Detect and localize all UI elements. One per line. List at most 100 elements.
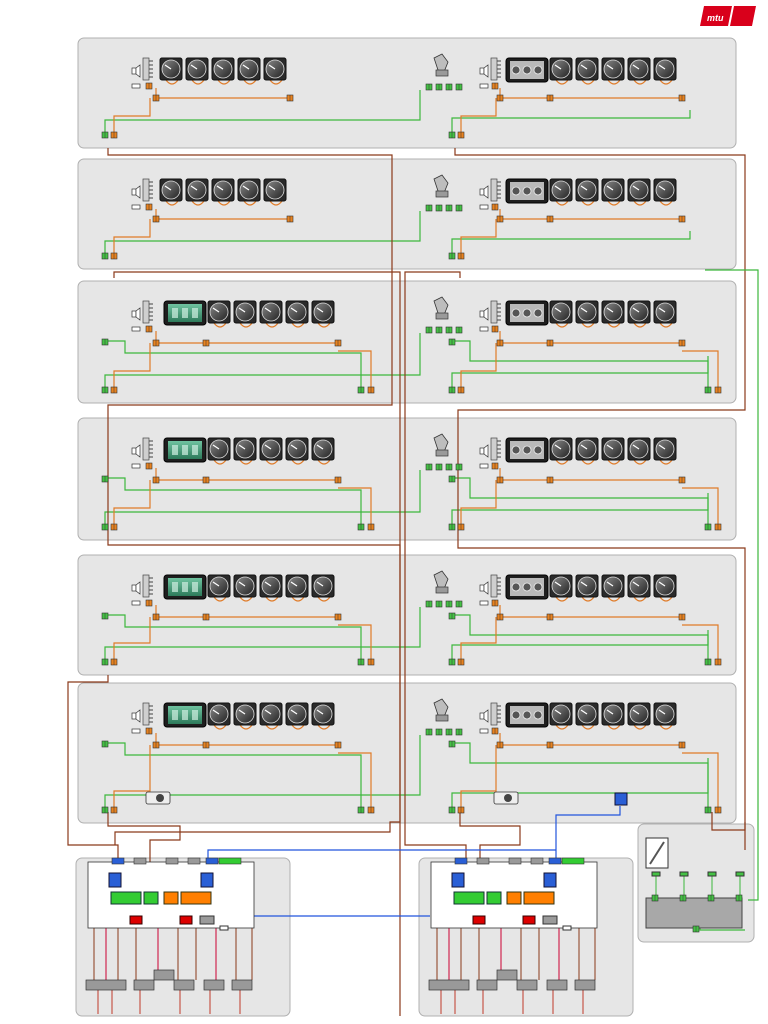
speaker-icon — [479, 444, 489, 458]
controller-module-red — [179, 915, 193, 925]
connector — [202, 339, 210, 347]
speaker-body — [131, 447, 137, 455]
terminal-box — [574, 979, 596, 991]
connector — [704, 523, 712, 531]
network-backbone — [705, 269, 759, 901]
speaker-body — [479, 447, 485, 455]
controller-module-orange — [180, 891, 212, 905]
screen-element — [182, 582, 188, 592]
controller-module-blue — [108, 872, 122, 888]
screen-element — [172, 710, 178, 720]
gauge-loop — [633, 724, 647, 730]
connector — [455, 83, 463, 91]
terminal-box — [496, 969, 518, 981]
connector — [367, 523, 375, 531]
analog-gauge-icon — [627, 57, 651, 81]
analog-gauge-icon — [601, 437, 625, 461]
engine-dial — [533, 186, 543, 196]
gauge-needle — [190, 64, 198, 70]
analog-gauge-icon — [575, 178, 599, 202]
analog-gauge-icon — [653, 574, 677, 598]
engine-display-icon — [505, 178, 549, 204]
controller-module-red — [472, 915, 486, 925]
engine-dial — [533, 65, 543, 75]
gauge-needle — [316, 307, 324, 313]
controller-port — [476, 857, 490, 865]
gauge-needle — [212, 709, 220, 715]
connector — [152, 215, 160, 223]
gauge-loop — [607, 459, 621, 465]
analog-gauge-icon — [263, 57, 287, 81]
speaker-cone — [483, 581, 489, 595]
network-line — [104, 607, 421, 659]
connector — [546, 215, 554, 223]
controller-port — [561, 857, 585, 865]
connector — [678, 339, 686, 347]
gauge-needle — [632, 444, 640, 450]
gauge-loop — [659, 459, 673, 465]
gauge-needle — [238, 709, 246, 715]
terminal-block — [219, 925, 229, 931]
connector — [101, 740, 109, 748]
speaker-icon — [131, 444, 141, 458]
terminal-block — [131, 728, 141, 734]
terminal-block — [479, 326, 489, 332]
handset-body — [433, 570, 449, 590]
speaker-body — [131, 712, 137, 720]
controller-module-blue — [200, 872, 214, 888]
speaker-cone — [483, 444, 489, 458]
gauge-needle — [316, 581, 324, 587]
trunk-cable — [404, 271, 467, 860]
gauge-needle — [658, 185, 666, 191]
terminal-block — [479, 204, 489, 210]
handset-cradle — [435, 714, 449, 722]
connector — [496, 613, 504, 621]
screen-element — [172, 445, 178, 455]
camera-icon — [493, 791, 519, 805]
gauge-loop — [165, 79, 179, 85]
logo-block-left — [700, 6, 732, 26]
connector — [546, 476, 554, 484]
speaker-cone — [483, 185, 489, 199]
speaker-icon — [131, 581, 141, 595]
analog-gauge-icon — [627, 178, 651, 202]
connector — [101, 386, 109, 394]
controller-port — [133, 857, 147, 865]
extension-connector — [707, 894, 715, 902]
gauge-needle — [580, 185, 588, 191]
analog-gauge-icon — [233, 300, 257, 324]
logo-text: mtu — [707, 13, 724, 23]
connector — [152, 741, 160, 749]
speaker-body — [131, 188, 137, 196]
gauge-loop — [581, 459, 595, 465]
sensor-icon — [614, 792, 628, 806]
analog-gauge-icon — [207, 574, 231, 598]
gauge-loop — [243, 200, 257, 206]
terminal-box — [476, 979, 498, 991]
handset-cradle — [435, 69, 449, 77]
gauge-needle — [212, 581, 220, 587]
relay-rail — [490, 178, 498, 202]
network-line — [104, 470, 421, 524]
speaker-body — [479, 712, 485, 720]
connector — [435, 83, 443, 91]
connector — [704, 386, 712, 394]
camera-icon — [145, 791, 171, 805]
trunk-cable — [113, 271, 401, 845]
gauge-loop — [217, 79, 231, 85]
gauge-needle — [606, 307, 614, 313]
engine-dial — [511, 186, 521, 196]
screen-element — [192, 445, 198, 455]
analog-gauge-icon — [653, 57, 677, 81]
terminal-block — [131, 600, 141, 606]
gauge-needle — [554, 64, 562, 70]
connector — [678, 613, 686, 621]
gauge-needle — [580, 307, 588, 313]
network-line — [104, 333, 421, 387]
connector — [145, 203, 153, 211]
analog-gauge-icon — [549, 702, 573, 726]
analog-gauge-icon — [575, 574, 599, 598]
connector — [496, 94, 504, 102]
relay-module-icon — [490, 178, 501, 202]
connector — [357, 386, 365, 394]
